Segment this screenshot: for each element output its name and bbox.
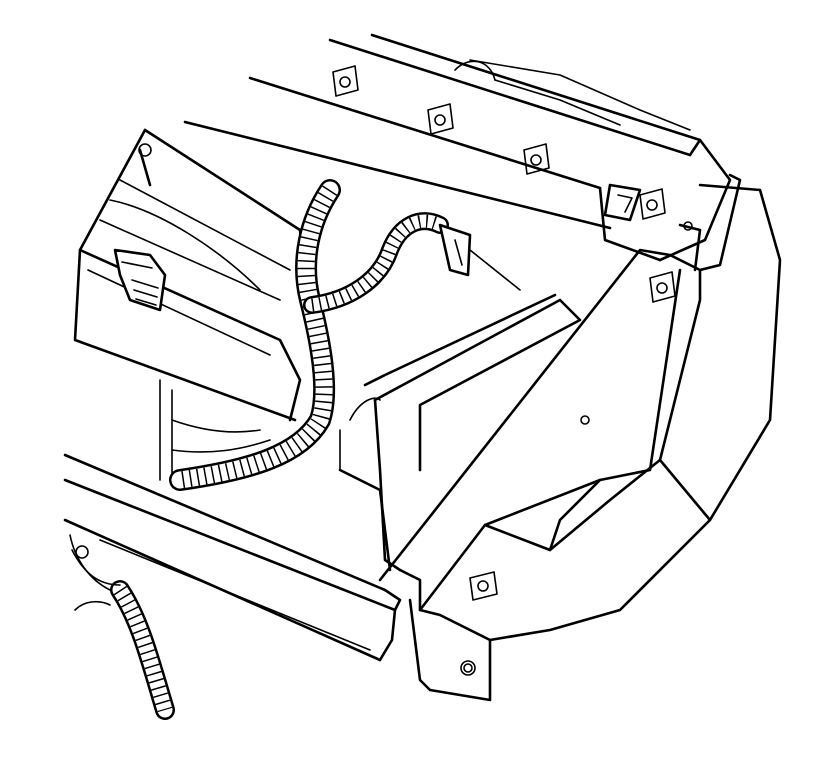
front-end-panel [378,173,782,702]
mounting-hardware [69,534,121,611]
upper-tie-bar [183,33,732,262]
lower-crossmember [63,453,402,662]
harness-clip [113,248,167,312]
headlamp-housing [73,128,312,481]
radiator-support-side-bracket [338,293,582,572]
harness-connector [438,223,521,291]
wiring-harness-conduit [110,179,449,720]
